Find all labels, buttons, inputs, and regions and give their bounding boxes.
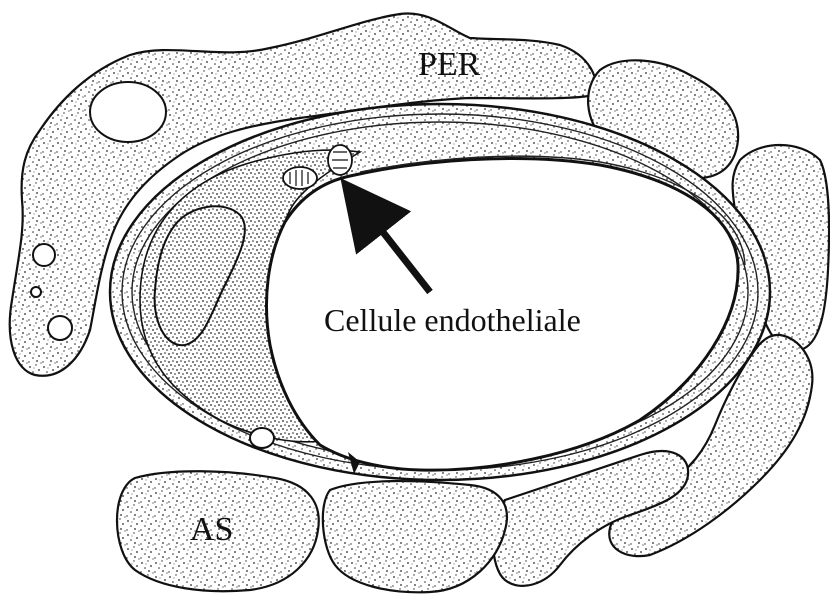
label-per: PER <box>418 46 481 83</box>
pericyte-vacuole-small-2 <box>31 287 41 297</box>
astrocyte-block-bottom-middle <box>323 481 507 592</box>
pericyte-vacuole-large <box>90 82 166 142</box>
pericyte-vacuole-small-3 <box>48 316 72 340</box>
label-as: AS <box>190 511 233 548</box>
pericyte-vacuole-small-1 <box>33 244 55 266</box>
endothelial-vesicle <box>250 428 274 448</box>
mitochondrion-1 <box>283 167 317 189</box>
label-endothelial-cell: Cellule endotheliale <box>324 302 581 338</box>
